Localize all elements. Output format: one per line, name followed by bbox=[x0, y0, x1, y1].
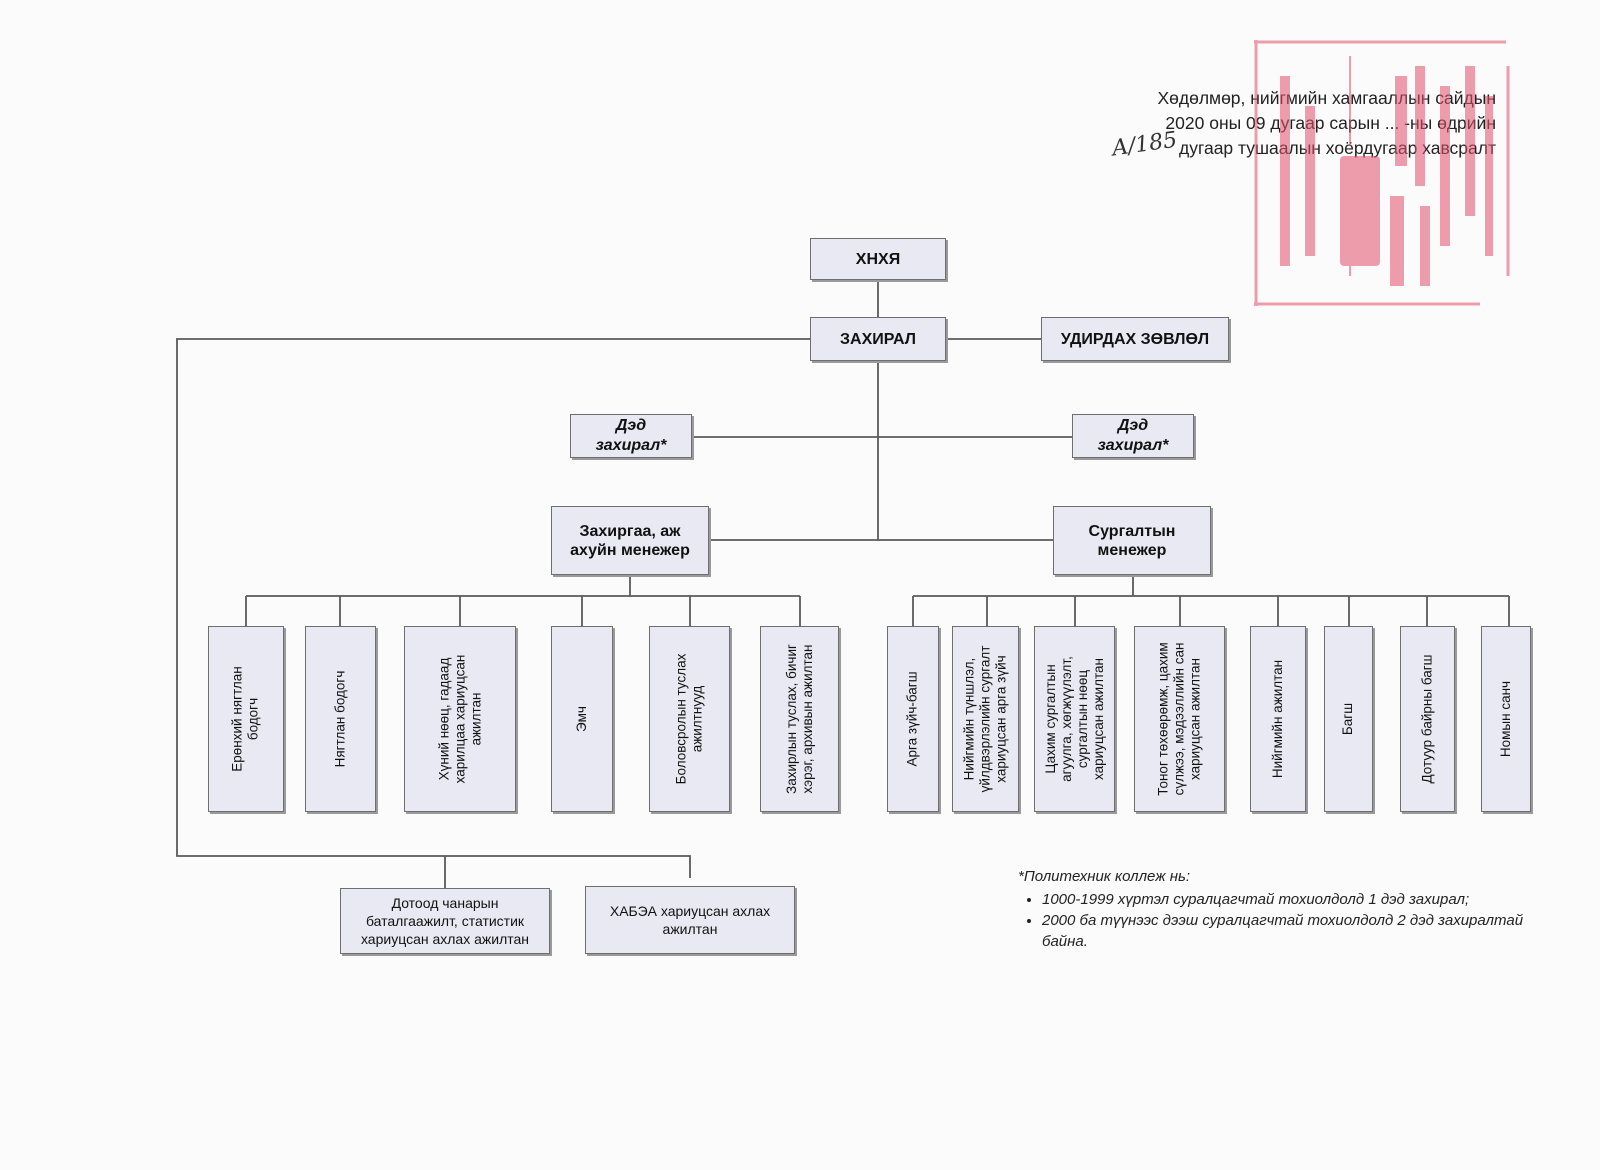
deputy-director-left-label: Дэд захирал* bbox=[595, 417, 667, 454]
training-staff-label: Нийгмийн ажилтан bbox=[1270, 659, 1285, 779]
ministry-box: ХНХЯ bbox=[810, 238, 946, 280]
ministry-label: ХНХЯ bbox=[855, 250, 901, 268]
admin-staff-label: Хүний нөөц, гадаад харилцаа хариуцсан аж… bbox=[436, 654, 484, 784]
training-staff-box: Цахим сургалтын агуулга, хөгжүүлэлт, сур… bbox=[1034, 626, 1115, 812]
admin-staff-box: Боловсролын туслах ажилтнууд bbox=[649, 626, 730, 812]
admin-staff-label: Эмч bbox=[574, 706, 589, 732]
footnote: *Политехник коллеж нь: 1000-1999 хүртэл … bbox=[1018, 866, 1538, 952]
director-box: ЗАХИРАЛ bbox=[810, 317, 946, 361]
admin-staff-box: Хүний нөөц, гадаад харилцаа хариуцсан аж… bbox=[404, 626, 516, 812]
training-staff-box: Нийгмийн ажилтан bbox=[1250, 626, 1306, 812]
admin-staff-label: Ерөнхий нягтлан бодогч bbox=[230, 666, 262, 772]
official-stamp-image bbox=[1254, 40, 1510, 306]
deputy-director-right-label: Дэд захирал* bbox=[1097, 417, 1169, 454]
admin-staff-label: Нягтлан бодогч bbox=[332, 670, 348, 768]
deputy-director-right-box: Дэд захирал* bbox=[1072, 414, 1194, 458]
director-label: ЗАХИРАЛ bbox=[840, 330, 916, 348]
board-label: УДИРДАХ ЗӨВЛӨЛ bbox=[1060, 330, 1210, 348]
admin-staff-label: Захирлын туслах, бичиг хэрэг, архивын аж… bbox=[783, 644, 815, 794]
training-manager-label: Сургалтын менежер bbox=[1088, 522, 1176, 559]
quality-assurance-label: Дотоод чанарын баталгаажилт, статистик х… bbox=[360, 895, 530, 947]
board-box: УДИРДАХ ЗӨВЛӨЛ bbox=[1041, 317, 1229, 361]
safety-officer-box: ХАБЭА хариуцсан ахлах ажилтан bbox=[585, 886, 795, 954]
admin-staff-label: Боловсролын туслах ажилтнууд bbox=[673, 653, 705, 785]
admin-staff-box: Нягтлан бодогч bbox=[305, 626, 376, 812]
footnote-item: 2000 ба түүнээс дээш суралцагчтай тохиол… bbox=[1042, 910, 1538, 952]
training-staff-box: Дотуур байрны багш bbox=[1400, 626, 1455, 812]
training-staff-box: Арга зүйч-багш bbox=[887, 626, 939, 812]
training-staff-box: Номын санч bbox=[1481, 626, 1531, 812]
admin-manager-label: Захиргаа, аж ахуйн менежер bbox=[570, 522, 690, 559]
header-line-2: 2020 оны 09 дугаар сарын ... -ны өдрийн bbox=[1165, 113, 1496, 133]
admin-staff-box: Эмч bbox=[551, 626, 613, 812]
training-staff-label: Номын санч bbox=[1498, 680, 1514, 758]
training-staff-box: Багш bbox=[1324, 626, 1373, 812]
footnote-item: 1000-1999 хүртэл суралцагчтай тохиолдолд… bbox=[1042, 889, 1538, 910]
safety-officer-label: ХАБЭА хариуцсан ахлах ажилтан bbox=[609, 903, 771, 937]
quality-assurance-box: Дотоод чанарын баталгаажилт, статистик х… bbox=[340, 888, 550, 954]
training-staff-label: Арга зүйч-багш bbox=[905, 671, 920, 767]
admin-manager-box: Захиргаа, аж ахуйн менежер bbox=[551, 506, 709, 575]
training-staff-box: Тоног төхөөрөмж, цахим сүлжээ, мэдээллий… bbox=[1134, 626, 1225, 812]
deputy-director-left-box: Дэд захирал* bbox=[570, 414, 692, 458]
training-staff-label: Дотуур байрны багш bbox=[1419, 654, 1435, 784]
training-staff-label: Тоног төхөөрөмж, цахим сүлжээ, мэдээллий… bbox=[1155, 642, 1203, 796]
admin-staff-box: Захирлын туслах, бичиг хэрэг, архивын аж… bbox=[760, 626, 839, 812]
training-manager-box: Сургалтын менежер bbox=[1053, 506, 1211, 575]
training-staff-label: Багш bbox=[1340, 702, 1356, 736]
header-line-1: Хөдөлмөр, нийгмийн хамгааллын сайдын bbox=[1157, 88, 1496, 108]
training-staff-label: Нийгмийн түншлэл, үйлдвэрлэлийн сургалт … bbox=[961, 645, 1009, 793]
admin-staff-box: Ерөнхий нягтлан бодогч bbox=[208, 626, 284, 812]
footnote-list: 1000-1999 хүртэл суралцагчтай тохиолдолд… bbox=[1018, 889, 1538, 952]
training-staff-box: Нийгмийн түншлэл, үйлдвэрлэлийн сургалт … bbox=[952, 626, 1019, 812]
training-staff-label: Цахим сургалтын агуулга, хөгжүүлэлт, сур… bbox=[1042, 656, 1106, 782]
footnote-title: *Политехник коллеж нь: bbox=[1018, 868, 1191, 885]
